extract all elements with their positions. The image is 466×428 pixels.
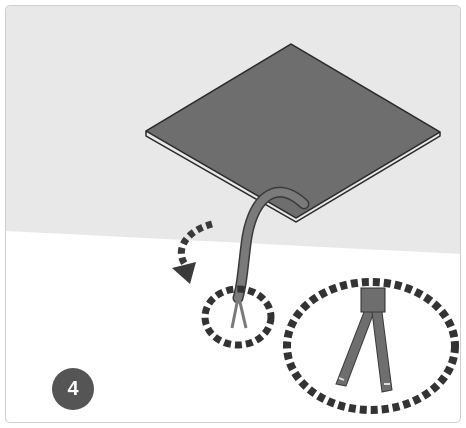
zoom-detail <box>283 278 459 414</box>
panel <box>145 43 441 223</box>
wire-leads-icon <box>335 311 393 393</box>
instruction-frame: 4 <box>5 5 461 423</box>
connector-block-icon <box>360 287 386 313</box>
cable <box>230 186 310 329</box>
installation-illustration <box>6 6 460 414</box>
step-number-badge: 4 <box>52 368 94 410</box>
curved-arrow-icon <box>172 220 214 284</box>
wire-ends-highlight <box>201 285 275 349</box>
step-number: 4 <box>67 377 79 400</box>
